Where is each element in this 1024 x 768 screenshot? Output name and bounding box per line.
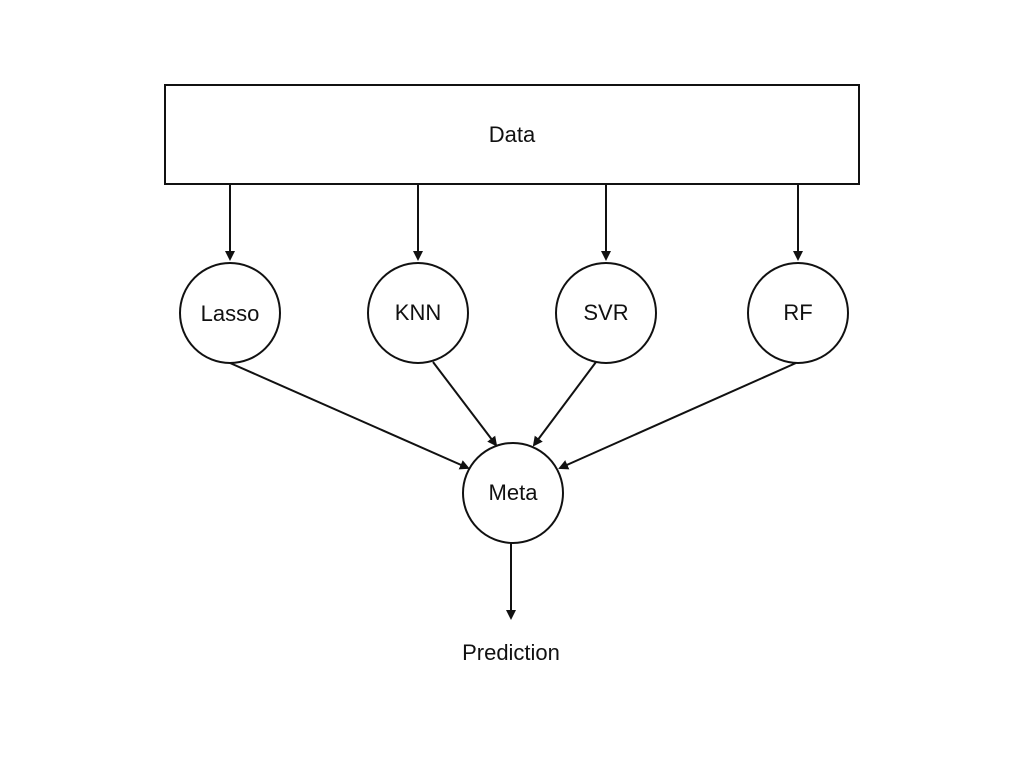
node-meta: Meta [462,442,564,544]
data-label: Data [489,122,536,147]
node-svr: SVR [555,262,657,364]
edge-svr-to-meta [532,361,597,447]
node-knn-label: KNN [395,300,441,325]
edge-rf-to-meta [558,362,797,470]
prediction-label: Prediction [462,640,560,665]
node-svr-label: SVR [583,300,628,325]
node-meta-label: Meta [489,480,539,505]
edge-knn-to-meta [432,361,498,447]
node-knn-circle [367,262,469,364]
node-rf-circle [747,262,849,364]
node-knn: KNN [367,262,469,364]
node-meta-circle [462,442,564,544]
data-box-rect [164,84,860,185]
node-lasso-label: Lasso [201,301,260,326]
data-box: Data [164,84,860,185]
node-lasso: Lasso [179,262,281,364]
node-rf-label: RF [783,300,812,325]
node-rf: RF [747,262,849,364]
edge-lasso-to-meta [229,362,470,470]
node-svr-circle [555,262,657,364]
